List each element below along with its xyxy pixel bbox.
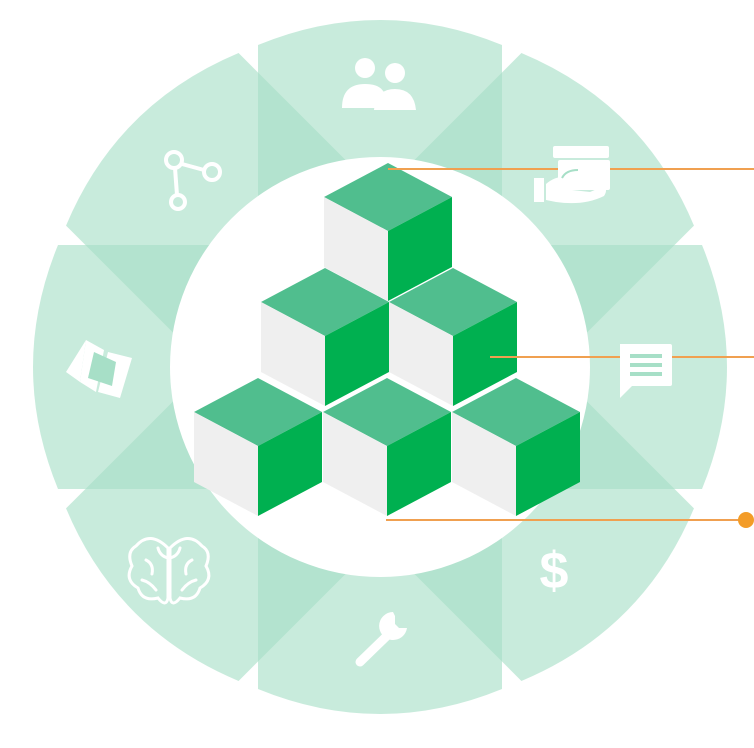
leader-dot bbox=[738, 512, 754, 528]
cube-right-face bbox=[387, 412, 451, 516]
cube-left-face bbox=[389, 302, 453, 406]
cube-right-face bbox=[258, 412, 322, 516]
share-icon bbox=[164, 150, 222, 211]
cube-left-face bbox=[452, 412, 516, 516]
cube-left-face bbox=[324, 197, 388, 301]
cube-left-face bbox=[261, 302, 325, 406]
cube-right-face bbox=[453, 302, 517, 406]
brain-icon bbox=[127, 537, 211, 605]
cube-row3-middle bbox=[323, 378, 451, 516]
cube-right-face bbox=[516, 412, 580, 516]
wrench-icon bbox=[355, 612, 407, 667]
cube-right-face bbox=[388, 197, 452, 301]
cube-row1 bbox=[324, 163, 452, 301]
cube-pyramid bbox=[194, 163, 580, 516]
petal-icons: $ bbox=[66, 58, 672, 667]
people-icon bbox=[342, 58, 416, 110]
chat-icon bbox=[620, 344, 672, 398]
cube-row3-left bbox=[194, 378, 322, 516]
dollar-icon: $ bbox=[540, 542, 569, 600]
hand-money-icon bbox=[534, 146, 610, 204]
cube-row2-right bbox=[389, 268, 517, 406]
cube-row2-left bbox=[261, 268, 389, 406]
map-icon bbox=[66, 340, 132, 398]
petal-top-left bbox=[66, 53, 382, 369]
cube-right-face bbox=[325, 302, 389, 406]
cube-row3-right bbox=[452, 378, 580, 516]
cube-left-face bbox=[194, 412, 258, 516]
cube-left-face bbox=[323, 412, 387, 516]
